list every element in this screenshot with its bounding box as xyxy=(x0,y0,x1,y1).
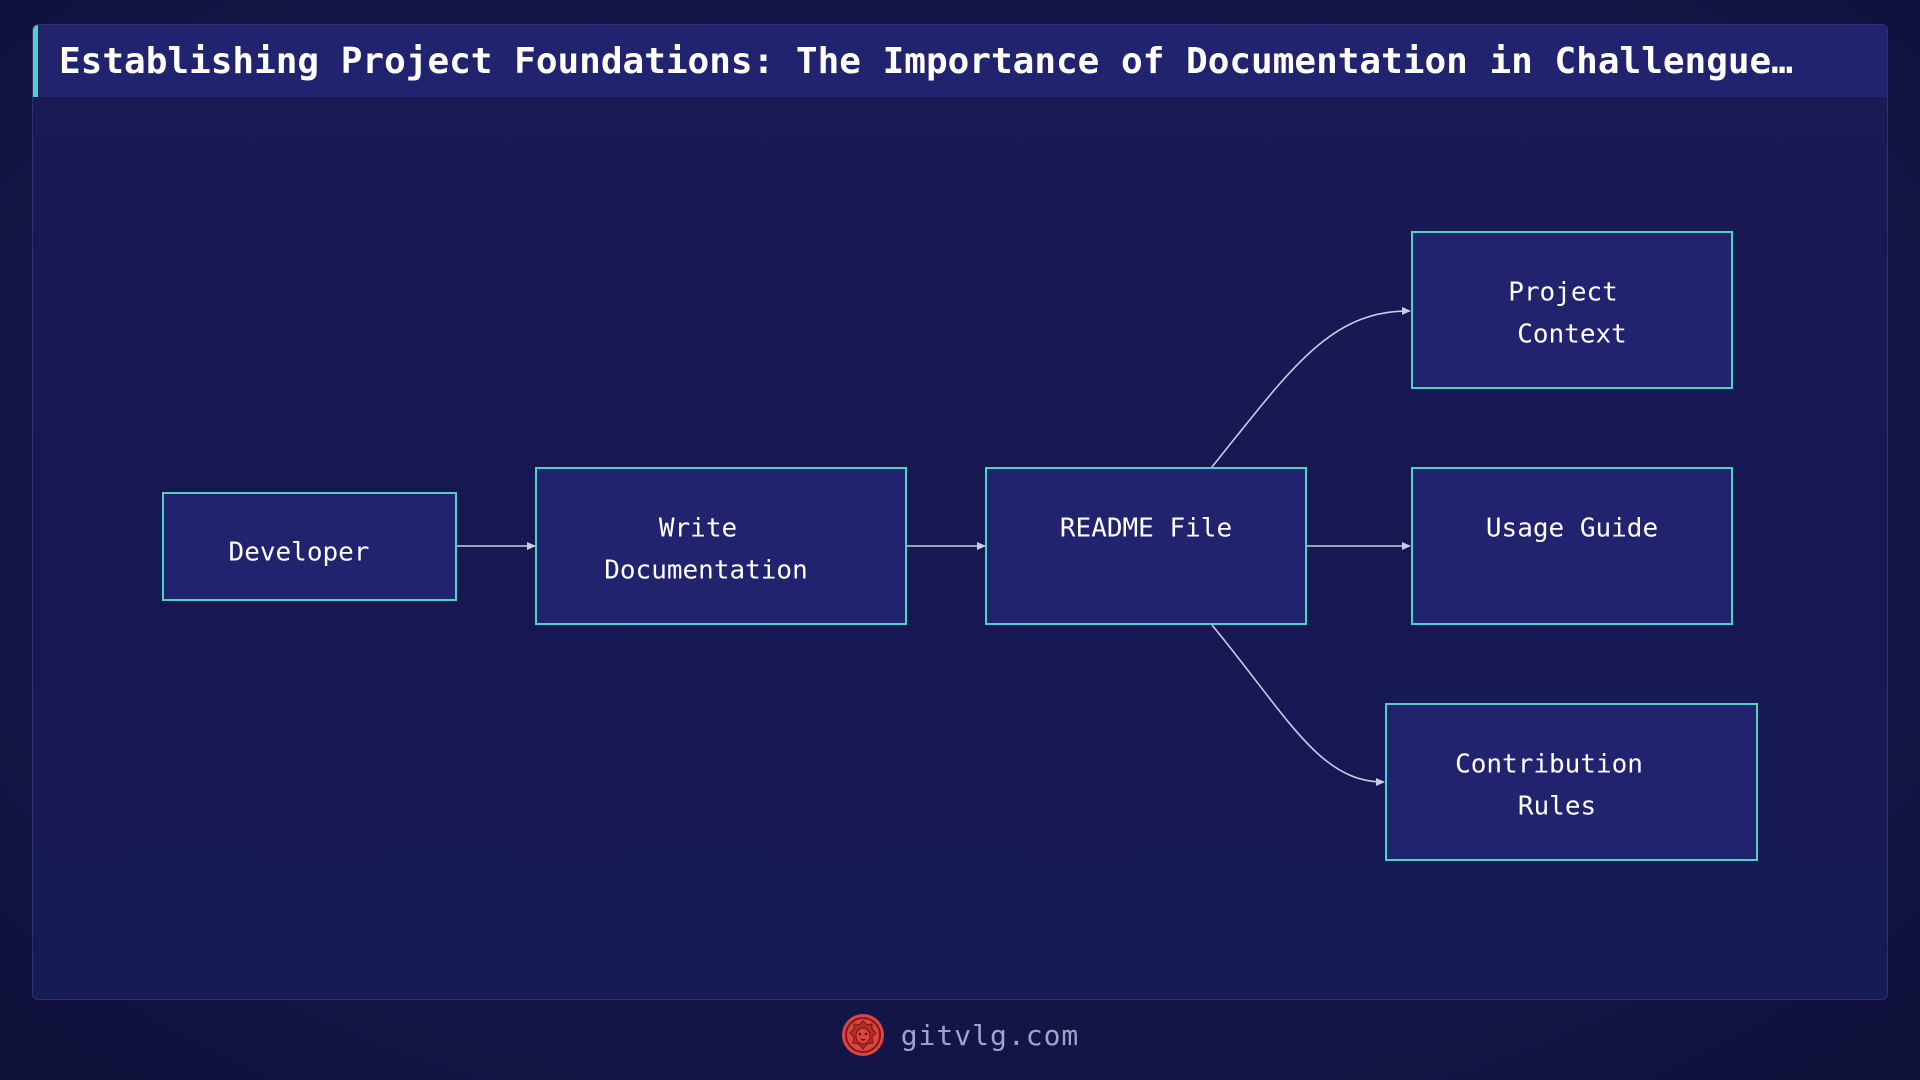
node-project-context: Project Context xyxy=(1411,231,1733,389)
node-developer: Developer xyxy=(162,492,457,601)
node-project-context-label-line2: Context xyxy=(1517,320,1627,350)
node-readme-file-label: README File xyxy=(1060,514,1232,544)
edge-readme-to-contribution-rules xyxy=(1211,624,1385,786)
node-write-documentation: Write Documentation xyxy=(535,467,907,625)
node-project-context-label-line1: Project xyxy=(1508,278,1618,308)
footer: gitvlg.com xyxy=(0,1010,1920,1060)
node-usage-guide: Usage Guide xyxy=(1411,467,1733,625)
lion-head-icon xyxy=(841,1014,884,1056)
node-readme-file: README File xyxy=(985,467,1307,625)
node-contribution-rules-label-line2: Rules xyxy=(1518,792,1596,822)
title-bar: Establishing Project Foundations: The Im… xyxy=(33,25,1887,97)
node-write-documentation-label-line1: Write xyxy=(659,514,737,544)
node-write-documentation-label-line2: Documentation xyxy=(604,556,808,586)
edge-readme-to-project-context xyxy=(1211,306,1411,468)
node-usage-guide-label: Usage Guide xyxy=(1486,514,1658,544)
footer-site-link[interactable]: gitvlg.com xyxy=(900,1018,1080,1052)
node-contribution-rules: Contribution Rules xyxy=(1385,703,1758,861)
node-contribution-rules-label-line1: Contribution xyxy=(1455,750,1643,780)
node-developer-label: Developer xyxy=(229,538,370,568)
